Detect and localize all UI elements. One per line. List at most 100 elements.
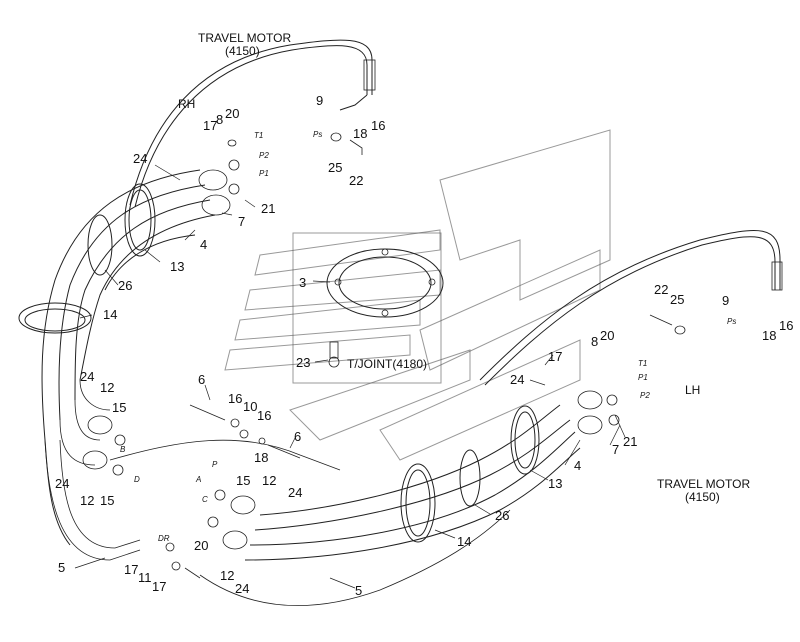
callout-12-center: 12 [262,473,276,488]
callout-4-rh: 4 [200,237,207,252]
callout-26-rh: 26 [118,278,132,293]
travel-motor-code-bottom: (4150) [685,490,720,504]
side-rh-label: RH [178,97,195,111]
port-ps-lh: Ps [727,317,736,326]
clamp-13-rh [124,183,156,257]
callout-24-left-bottom: 24 [55,476,69,491]
callout-8-lh: 8 [591,334,598,349]
callout-17-center-b: 17 [152,579,166,594]
callout-17-rh: 17 [203,118,217,133]
callout-18-lh: 18 [762,328,776,343]
hose-bundle-lh [109,404,581,607]
callout-16-rh: 16 [371,118,385,133]
port-t-rh: T1 [254,131,263,140]
callout-7-lh: 7 [612,442,619,457]
callout-15-left-top: 15 [112,400,126,415]
flange-rh [198,139,240,216]
center-fittings [165,404,301,579]
callout-25-lh: 25 [670,292,684,307]
clamp-26-rh [87,214,113,276]
port-c: C [202,495,208,504]
side-lh-label: LH [685,383,700,397]
travel-motor-code-top: (4150) [225,44,260,58]
port-ps-rh: Ps [313,130,322,139]
clamp-13-lh [510,405,540,475]
port-p2-rh: P2 [259,151,269,160]
callout-9-lh: 9 [722,293,729,308]
port-p: P [212,460,218,469]
flange-lh [577,390,620,435]
callout-24-rh: 24 [133,151,147,166]
callout-20-center: 20 [194,538,208,553]
callout-26-lh: 26 [495,508,509,523]
hose-upper-rh [129,39,376,208]
flange-center [207,489,256,550]
port-p2-lh: P2 [640,391,650,400]
callout-6-right: 6 [294,429,301,444]
callout-8-rh: 8 [216,112,223,127]
port-p1-rh: P1 [259,169,269,178]
callout-15-left-bottom: 15 [100,493,114,508]
callout-16-center-b: 16 [257,408,271,423]
callout-25-rh: 25 [328,160,342,175]
bolt-22-rh [330,132,363,155]
callout-23: 23 [296,355,310,370]
callout-14-left: 14 [103,307,117,322]
title-group-bottom: TRAVEL MOTOR (4150) [657,477,750,504]
port-dr: DR [158,534,170,543]
tjoint-gasket [326,248,444,318]
callout-12-left-top: 12 [100,380,114,395]
callout-22-lh: 22 [654,282,668,297]
clamp-26-lh [459,449,481,507]
callout-15-center: 15 [236,473,250,488]
callout-14-lh: 14 [457,534,471,549]
callout-3: 3 [299,275,306,290]
hose-bundle-rh [41,169,216,561]
travel-motor-label-bottom: TRAVEL MOTOR [657,477,750,491]
clamp-14-left [18,302,92,334]
callout-21-rh: 21 [261,201,275,216]
flange-left [82,415,126,476]
hose-upper-lh [479,230,783,386]
port-b: B [120,445,126,454]
port-t1-lh: T1 [638,359,647,368]
callout-5-right: 5 [355,583,362,598]
callout-13-lh: 13 [548,476,562,491]
callout-24-left-top: 24 [80,369,94,384]
callout-17-center-a: 17 [124,562,138,577]
callout-4-lh: 4 [574,458,581,473]
port-d: D [134,475,140,484]
callout-12-bottom: 12 [220,568,234,583]
callout-numbers: 9 16 18 25 22 17 8 20 24 21 7 4 13 26 14… [55,93,793,598]
callout-24-bottom: 24 [235,581,249,596]
callout-6-left: 6 [198,372,205,387]
leader-lines [74,164,626,589]
callout-18-rh: 18 [353,126,367,141]
tjoint-fitting [328,341,340,368]
callout-20-lh: 20 [600,328,614,343]
callout-24-center: 24 [288,485,302,500]
callout-24-lh: 24 [510,372,524,387]
callout-10: 10 [243,399,257,414]
callout-22-rh: 22 [349,173,363,188]
callout-16-center-a: 16 [228,391,242,406]
bolt-22-lh [649,314,686,335]
callout-13-rh: 13 [170,259,184,274]
callout-18-center: 18 [254,450,268,465]
callout-9-rh: 9 [316,93,323,108]
port-a: A [195,475,201,484]
port-p1-lh: P1 [638,373,648,382]
callout-12-left-bottom: 12 [80,493,94,508]
callout-20-rh: 20 [225,106,239,121]
callout-17-lh: 17 [548,349,562,364]
callout-7-rh: 7 [238,214,245,229]
callout-5-left: 5 [58,560,65,575]
tjoint-label: T/JOINT(4180) [347,357,427,371]
travel-motor-label-top: TRAVEL MOTOR [198,31,291,45]
callout-21-lh: 21 [623,434,637,449]
callout-11: 11 [138,570,152,585]
callout-16-lh: 16 [779,318,793,333]
title-group-top: TRAVEL MOTOR (4150) [198,31,291,58]
